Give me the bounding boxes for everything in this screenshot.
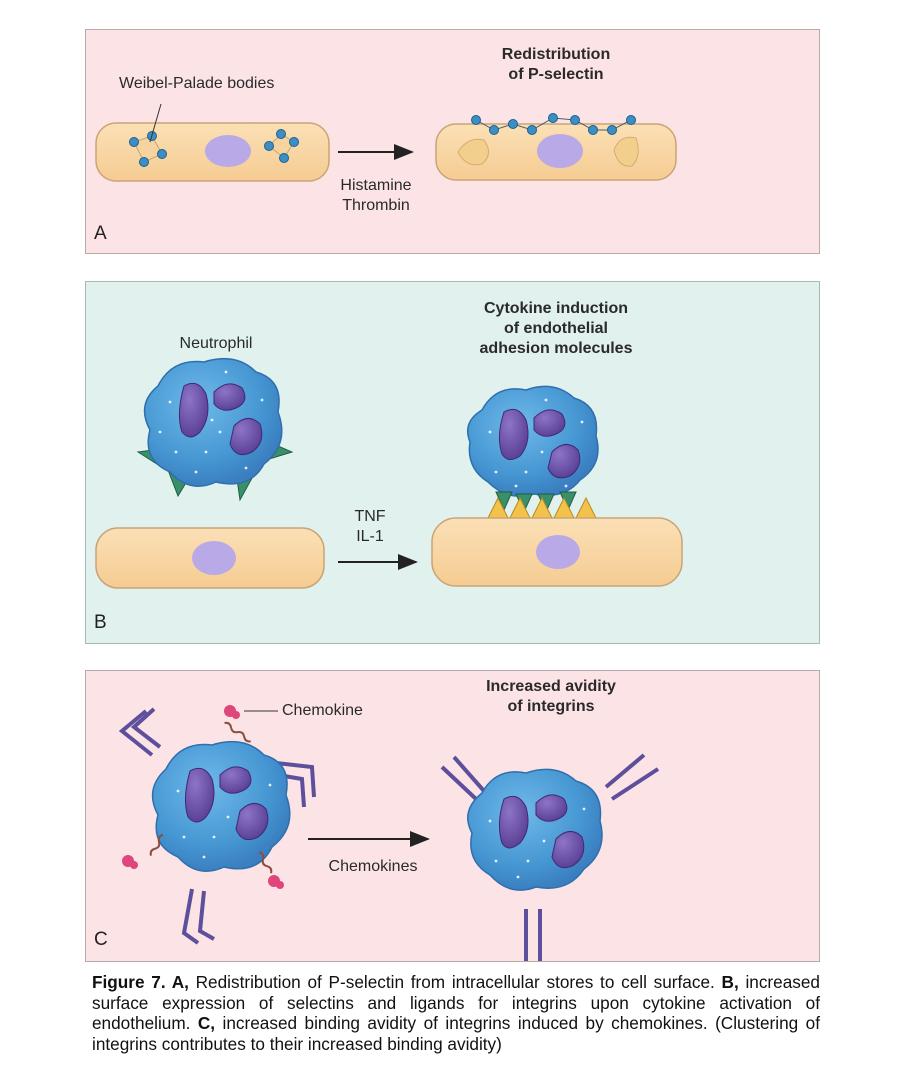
histamine-label: Histamine <box>340 177 412 194</box>
figure-caption: Figure 7. A, Redistribution of P-selecti… <box>92 972 820 1054</box>
panel-a: Weibel-Palade bodies Redistribution of P… <box>85 29 820 254</box>
il1-label: IL-1 <box>356 528 384 545</box>
panel-a-title-line1: Redistribution <box>501 46 611 63</box>
tnf-label: TNF <box>354 508 386 525</box>
neutrophil-left <box>136 357 294 502</box>
caption-b-label: B, <box>721 972 739 992</box>
panel-a-drawing <box>95 103 677 182</box>
thrombin-label: Thrombin <box>342 197 410 214</box>
panel-b-drawing <box>95 357 683 589</box>
weibel-palade-label: Weibel-Palade bodies <box>119 75 275 92</box>
caption-c-text: increased binding avidity of integrins i… <box>92 1013 820 1054</box>
panel-c-drawing <box>118 705 660 961</box>
neutrophil-with-extended-integrins <box>440 753 660 961</box>
endothelial-cell-right-b <box>431 517 683 587</box>
panel-c-letter: C <box>94 929 108 950</box>
panel-b-title-line1: Cytokine induction <box>484 300 628 317</box>
caption-a-text: Redistribution of P-selectin from intrac… <box>188 972 722 992</box>
neutrophil-right <box>467 385 599 519</box>
caption-figure-a-label: Figure 7. A, <box>92 972 189 992</box>
nucleus <box>205 135 251 167</box>
panel-c-title-line1: Increased avidity <box>486 678 616 695</box>
caption-c-label: C, <box>197 1013 216 1033</box>
panel-b-title-line3: adhesion molecules <box>479 340 633 357</box>
panel-a-title-line2: of P-selectin <box>508 66 604 83</box>
panel-c: Chemokine Increased avidity of integrins… <box>85 670 820 962</box>
neutrophil-with-bent-integrins <box>118 705 316 945</box>
endothelial-cell-right <box>435 113 677 181</box>
panel-b-title-line2: of endothelial <box>504 320 608 337</box>
chemokine-label: Chemokine <box>282 702 363 719</box>
caption-b-text: increased surface expression of selectin… <box>92 972 820 1033</box>
endothelial-cell-left-b <box>95 527 325 589</box>
panel-c-title-line2: of integrins <box>507 698 595 715</box>
panel-b-letter: B <box>94 612 107 633</box>
panel-a-letter: A <box>94 223 107 244</box>
panel-b: Neutrophil Cytokine induction of endothe… <box>85 281 820 644</box>
neutrophil-label: Neutrophil <box>179 335 253 352</box>
chemokines-arrow-label: Chemokines <box>328 858 418 875</box>
endothelial-cell-left <box>95 103 330 182</box>
